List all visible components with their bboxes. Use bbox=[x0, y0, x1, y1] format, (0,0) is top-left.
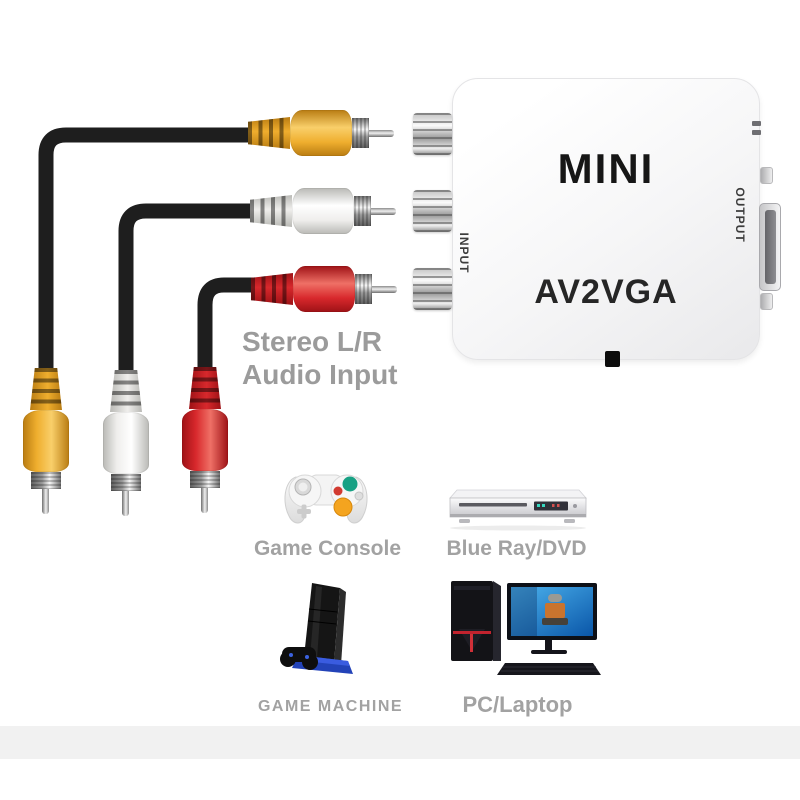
plug-ferrule bbox=[190, 471, 220, 488]
plug-pin bbox=[122, 491, 130, 516]
plug-strain-relief bbox=[251, 273, 293, 305]
rca-plug-audio-left-white bbox=[250, 188, 396, 234]
plug-body bbox=[293, 266, 355, 312]
rca-plug-video-yellow bbox=[248, 110, 394, 156]
rca-input-jack-audio-left bbox=[413, 190, 452, 232]
plug-body bbox=[23, 410, 69, 472]
stereo-audio-annotation: Stereo L/R Audio Input bbox=[242, 325, 398, 391]
bottom-switch-nub bbox=[605, 351, 620, 367]
plug-ferrule bbox=[355, 274, 372, 304]
vga-screw-post-bottom bbox=[760, 293, 773, 310]
plug-body bbox=[292, 188, 354, 234]
plug-strain-relief bbox=[30, 368, 62, 410]
rca-plug-red-free-end bbox=[182, 367, 228, 513]
blu-ray-dvd-player-icon bbox=[449, 489, 587, 531]
plug-body bbox=[103, 412, 149, 474]
vga-slot bbox=[765, 210, 776, 284]
bottom-gray-band bbox=[0, 726, 800, 759]
plug-ferrule bbox=[352, 118, 369, 148]
rca-input-jack-video bbox=[413, 113, 452, 155]
rca-plug-audio-right-red bbox=[251, 266, 397, 312]
vga-screw-post-top bbox=[760, 167, 773, 184]
plug-pin bbox=[201, 488, 209, 513]
plug-body bbox=[182, 409, 228, 471]
rca-input-jack-audio-right bbox=[413, 268, 452, 310]
source-label-pc-laptop: PC/Laptop bbox=[462, 692, 573, 717]
annotation-line-2: Audio Input bbox=[242, 359, 398, 390]
rca-plug-yellow-free-end bbox=[23, 368, 69, 514]
source-label-blu-ray-dvd: Blue Ray/DVD bbox=[446, 537, 587, 560]
model-text: AV2VGA bbox=[534, 273, 678, 311]
vent-dots bbox=[752, 121, 761, 139]
plug-ferrule bbox=[31, 472, 61, 489]
source-label-game-machine: GAME MACHINE bbox=[257, 698, 404, 715]
source-label-game-console: Game Console bbox=[253, 537, 402, 560]
plug-pin bbox=[371, 207, 396, 215]
plug-strain-relief bbox=[250, 195, 292, 227]
annotation-line-1: Stereo L/R bbox=[242, 326, 383, 357]
brand-logo-text: MINI bbox=[557, 145, 655, 192]
plug-strain-relief bbox=[248, 117, 290, 149]
rca-plug-white-free-end bbox=[103, 370, 149, 516]
pc-laptop-icon bbox=[451, 581, 601, 675]
plug-strain-relief bbox=[110, 370, 142, 412]
plug-pin bbox=[369, 129, 394, 137]
game-console-icon bbox=[284, 474, 368, 524]
plug-body bbox=[290, 110, 352, 156]
plug-pin bbox=[372, 285, 397, 293]
vga-output-port bbox=[759, 203, 781, 291]
plug-pin bbox=[42, 489, 50, 514]
plug-ferrule bbox=[111, 474, 141, 491]
plug-strain-relief bbox=[189, 367, 221, 409]
av2vga-converter-device: MINI AV2VGA INPUT OUTPUT bbox=[452, 78, 781, 367]
plug-ferrule bbox=[354, 196, 371, 226]
game-machine-icon bbox=[280, 583, 353, 674]
